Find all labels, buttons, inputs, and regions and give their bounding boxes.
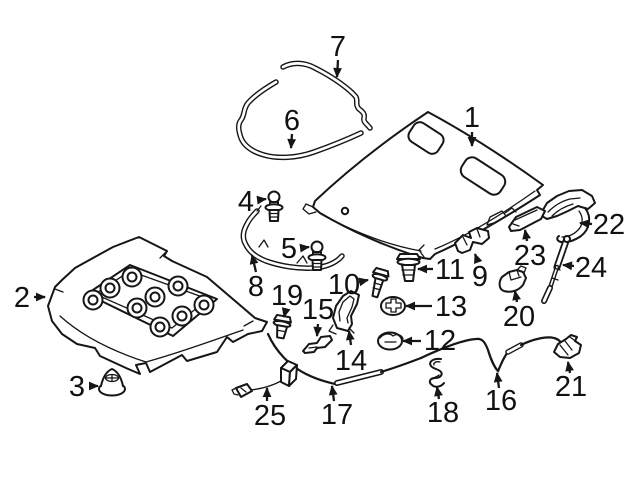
- callout-label-22-hood-hinge[interactable]: 22: [593, 209, 625, 241]
- part-insulator-pad-illustration: [47, 236, 268, 375]
- callout-label-4-hood-bumper[interactable]: 4: [238, 186, 254, 218]
- callout-label-15-bracket[interactable]: 15: [302, 294, 334, 326]
- part-release-cable-rear-illustration: [419, 336, 563, 373]
- callout-arrow-8: [249, 254, 259, 273]
- part-hood-bumper4-illustration: [264, 190, 284, 222]
- callout-label-9-support-bracket[interactable]: 9: [472, 261, 488, 293]
- part-cable-end-illustration: [553, 334, 582, 359]
- part-clip19-illustration: [272, 313, 292, 340]
- callout-label-5-hood-bumper[interactable]: 5: [281, 233, 297, 265]
- part-hood-panel-illustration: [302, 111, 544, 260]
- part-insulator-retainer-illustration: [98, 368, 126, 397]
- callout-label-12-clip[interactable]: 12: [424, 325, 456, 357]
- callout-label-1-hood-panel[interactable]: 1: [464, 102, 480, 134]
- part-hood-hinge-illustration: [539, 189, 596, 244]
- part-cable-clip-illustration: [428, 357, 445, 388]
- callout-arrow-14: [345, 330, 355, 346]
- part-hinge-bracket-illustration: [508, 206, 546, 232]
- callout-arrow-16: [493, 372, 503, 389]
- part-hood-switch-illustration: [231, 360, 298, 398]
- callout-arrow-22: [579, 219, 593, 229]
- callout-arrow-10: [358, 277, 369, 287]
- callout-arrow-19: [281, 307, 291, 318]
- callout-arrow-5: [299, 243, 310, 253]
- callout-label-20-clamp-bracket[interactable]: 20: [503, 301, 535, 333]
- callout-arrow-17: [328, 385, 338, 402]
- part-hood-bumper5-illustration: [307, 240, 327, 271]
- callout-label-8-front-seal-strip[interactable]: 8: [248, 271, 264, 303]
- callout-label-6-front-weatherstrip[interactable]: 6: [284, 105, 300, 137]
- part-latch-striker-illustration: [328, 290, 360, 335]
- callout-label-17-release-cable-front[interactable]: 17: [321, 399, 353, 431]
- callout-label-14-latch-striker[interactable]: 14: [335, 345, 367, 377]
- callout-arrow-4: [256, 195, 267, 205]
- part-bracket15-illustration: [302, 335, 333, 354]
- part-front-seal-illustration: [243, 205, 342, 268]
- callout-label-7-rear-weatherstrip[interactable]: 7: [330, 31, 346, 63]
- callout-label-13-clip[interactable]: 13: [435, 291, 467, 323]
- callout-arrow-6: [287, 133, 297, 149]
- part-clip10-illustration: [371, 266, 390, 299]
- part-lift-support-illustration: [544, 235, 571, 301]
- callout-arrow-23: [522, 229, 531, 242]
- part-bracket9-illustration: [454, 227, 490, 254]
- callout-label-19-clip[interactable]: 19: [271, 280, 303, 312]
- callout-label-18-cable-clip[interactable]: 18: [427, 397, 459, 429]
- callout-arrow-18: [434, 386, 443, 400]
- part-grommet-illustration: [396, 253, 421, 282]
- callout-label-11-grommet[interactable]: 11: [435, 254, 465, 286]
- callout-arrow-7: [333, 59, 342, 78]
- callout-label-21-cable-end-fitting[interactable]: 21: [555, 371, 587, 403]
- part-clamp-bracket-illustration: [498, 265, 527, 293]
- callout-label-16-release-cable-rear[interactable]: 16: [485, 385, 517, 417]
- callout-label-23-hinge-bracket[interactable]: 23: [514, 240, 546, 272]
- callout-arrow-9: [473, 253, 483, 264]
- callout-label-25-hood-ajar-switch[interactable]: 25: [254, 400, 286, 432]
- part-release-cable-front-illustration: [266, 332, 423, 384]
- part-clip12-illustration: [377, 331, 404, 351]
- callout-arrow-20: [512, 290, 521, 303]
- callout-label-2-hood-insulator-pad[interactable]: 2: [14, 282, 30, 314]
- callout-label-10-clip[interactable]: 10: [328, 269, 360, 301]
- part-clip13-illustration: [380, 296, 406, 316]
- callout-arrow-24: [562, 261, 575, 271]
- callout-label-3-insulator-retainer[interactable]: 3: [69, 371, 85, 403]
- callout-label-24-lift-support-strut[interactable]: 24: [575, 252, 607, 284]
- callout-arrow-21: [565, 361, 574, 374]
- callout-arrow-15: [313, 323, 323, 337]
